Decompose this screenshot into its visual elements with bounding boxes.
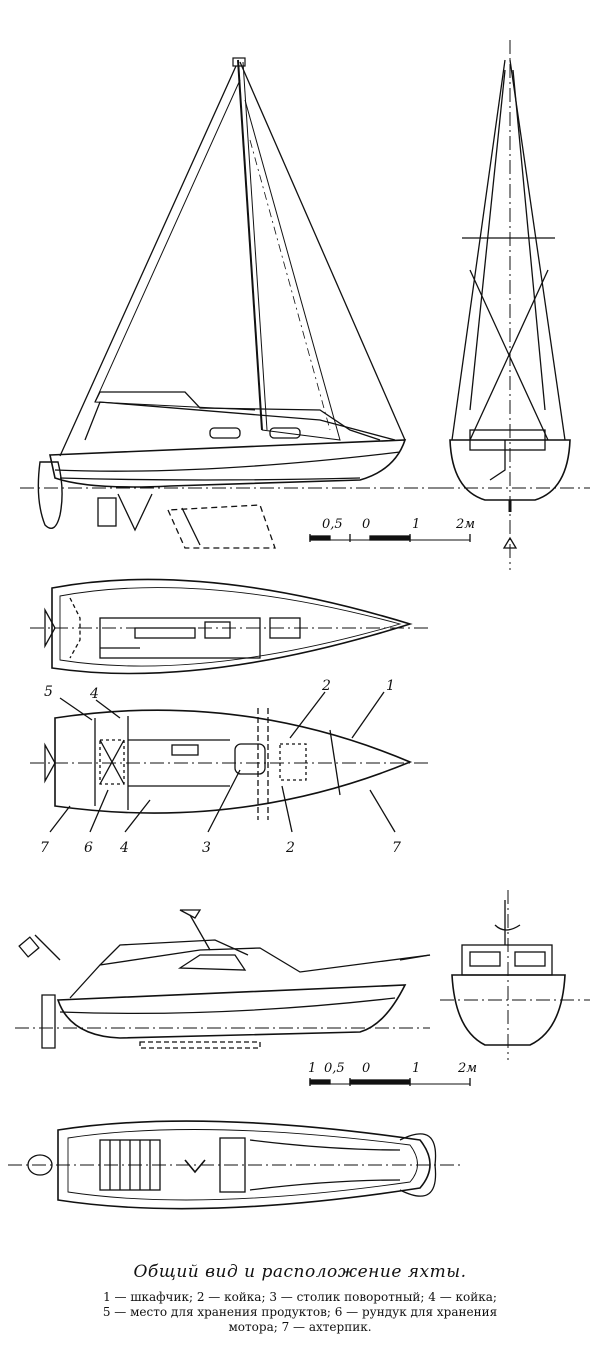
- plan-label: 4: [89, 686, 99, 702]
- legend-line: 5 — место для хранения продуктов; 6 — ру…: [102, 1305, 498, 1319]
- sailboat-front-view: [440, 40, 590, 570]
- motorboat-deck-plan: [8, 1120, 460, 1210]
- sailboat-side-view: 0,5 0 1 2м: [20, 57, 475, 549]
- sailboat-scale-bar: 0,5 0 1 2м: [309, 517, 475, 542]
- caption-legend: 1 — шкафчик; 2 — койка; 3 — столик повор…: [0, 1290, 600, 1335]
- motorboat-scale-label: 1: [412, 1061, 420, 1076]
- motorboat-side-view: 1 0,5 0 1 2м: [15, 909, 477, 1086]
- motorboat-scale-bar: 1 0,5 0 1 2м: [308, 1061, 477, 1086]
- sailboat-scale-label: 2м: [455, 517, 475, 532]
- motorboat-scale-label: 2м: [457, 1061, 477, 1076]
- plan-label: 2: [285, 840, 295, 856]
- motorboat-scale-label: 0,5: [324, 1061, 345, 1076]
- plan-label: 1: [386, 678, 395, 694]
- motorboat-front-view: [440, 890, 590, 1060]
- legend-line: 1 — шкафчик; 2 — койка; 3 — столик повор…: [103, 1290, 497, 1304]
- plan-label: 7: [40, 840, 49, 856]
- sailboat-scale-label: 0,5: [322, 517, 343, 532]
- plan-label: 3: [202, 840, 211, 856]
- motorboat-scale-label: 0: [362, 1061, 370, 1076]
- yacht-drawings: 0,5 0 1 2м: [8, 40, 590, 1210]
- plan-label: 2: [321, 678, 331, 694]
- caption-title: Общий вид и расположение яхты.: [133, 1262, 467, 1282]
- sailboat-scale-label: 1: [412, 517, 420, 532]
- interior-plan: 5 4 2 1 7 6 4 3 2 7: [30, 678, 430, 856]
- deck-plan: [30, 578, 430, 675]
- motorboat-scale-label: 1: [308, 1061, 316, 1076]
- sailboat-scale-label: 0: [362, 517, 370, 532]
- plan-label: 6: [84, 840, 93, 856]
- legend-line: мотора; 7 — ахтерпик.: [228, 1320, 372, 1334]
- plan-label: 4: [119, 840, 129, 856]
- plan-label: 7: [392, 840, 401, 856]
- plan-label: 5: [44, 684, 53, 700]
